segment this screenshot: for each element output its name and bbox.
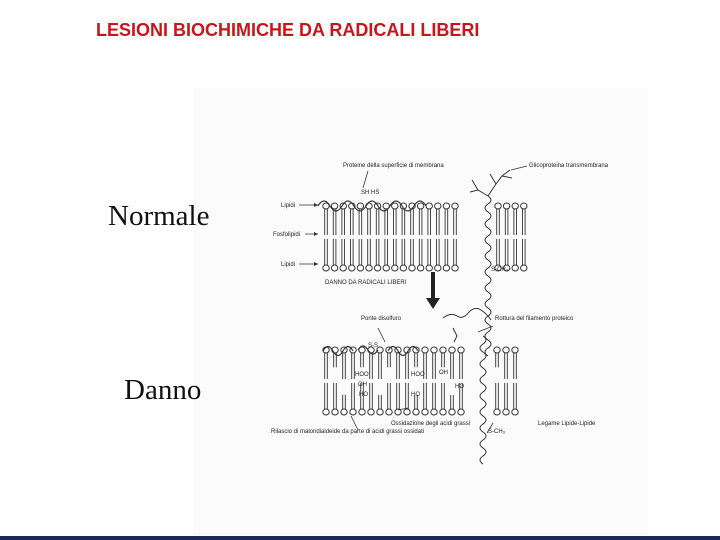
protein-filament-label: Rottura del filamento proteico — [495, 316, 574, 322]
s-ch3-top-label: S-CH₃ — [491, 267, 509, 273]
hoo-label-2: HOO — [411, 372, 425, 378]
lipid-lower — [409, 239, 415, 271]
lipid-upper — [331, 203, 337, 235]
lipid-lower — [349, 239, 355, 271]
oh-label-1: OH — [358, 382, 367, 388]
lipid-upper — [413, 347, 419, 367]
lipid-lower — [426, 239, 432, 271]
glycoprotein-sugar-chains — [470, 170, 512, 196]
phospholipids-label: Fosfolipidi — [273, 232, 300, 238]
lipid-lower — [512, 239, 518, 271]
malondialdehyde-label: Rilascio di malondialdeide da parte di a… — [271, 429, 424, 435]
lipid-lower — [440, 383, 446, 415]
lipid-upper — [392, 203, 398, 235]
lipid-upper — [512, 347, 518, 379]
lipid-lower — [366, 239, 372, 271]
lipid-upper — [357, 203, 363, 235]
lipid-upper — [503, 347, 509, 379]
lipid-upper — [409, 203, 415, 235]
lipid-lower — [332, 383, 338, 415]
lipid-lower — [422, 383, 428, 415]
lipid-upper — [377, 347, 383, 379]
lipid-upper — [341, 347, 347, 379]
lipid-lower — [368, 383, 374, 415]
lipid-upper — [417, 203, 423, 235]
surface-proteins-label: Proteine della superficie di membrana — [343, 163, 444, 169]
s-s-label: S-S — [368, 343, 378, 349]
lipids-top-label: Lipidi — [281, 203, 295, 209]
ho-label-2: HO — [455, 384, 464, 390]
lipid-upper — [494, 347, 500, 367]
s-ch3-bottom-label: S-CH₃ — [488, 429, 506, 435]
lipid-lower — [357, 239, 363, 271]
lipid-upper — [449, 347, 455, 379]
normal-label: Normale — [108, 200, 209, 233]
lipid-lower — [404, 383, 410, 415]
membrane-diagram: Proteine della superficie di membrana SH… — [193, 88, 648, 535]
lipid-upper — [495, 203, 501, 235]
lipid-lower — [503, 383, 509, 415]
lipid-upper — [426, 203, 432, 235]
lipid-lower — [331, 239, 337, 271]
normal-membrane-bilayer — [323, 203, 527, 271]
lipid-upper — [349, 203, 355, 235]
lipid-link-label: Legame Lipide-Lipide — [538, 421, 596, 427]
lipid-upper — [443, 203, 449, 235]
damaged-membrane-bilayer — [323, 347, 518, 415]
glycoprotein-helix — [485, 196, 491, 356]
lipids-bottom-label: Lipidi — [281, 262, 295, 268]
lipid-lower — [383, 239, 389, 271]
damage-title-label: DANNO DA RADICALI LIBERI — [325, 280, 407, 286]
lipid-lower — [323, 383, 329, 415]
lipid-upper — [512, 203, 518, 235]
bottom-bar — [0, 536, 720, 540]
lipid-lower — [392, 239, 398, 271]
lipid-lower — [400, 239, 406, 271]
lipid-lower — [386, 383, 392, 415]
lipid-upper — [452, 203, 458, 235]
lipid-lower — [323, 239, 329, 271]
lipid-lower — [374, 239, 380, 271]
lipid-upper — [435, 203, 441, 235]
lipid-lower — [435, 239, 441, 271]
top-pointer-arrowheads — [314, 203, 318, 266]
lipid-upper — [503, 203, 509, 235]
lipid-upper — [323, 203, 329, 235]
sh-groups-label: SH HS — [361, 190, 379, 196]
lipid-lower — [494, 383, 500, 415]
glycoprotein-label: Glicoproteina transmembrana — [529, 163, 609, 169]
lipid-lower — [350, 383, 356, 415]
lipid-lower — [452, 239, 458, 271]
fatty-acid-oxidation-label: Ossidazione degli acidi grassi — [391, 421, 470, 427]
damage-label: Danno — [124, 374, 201, 407]
lipid-lower — [449, 395, 455, 415]
lipid-lower — [521, 239, 527, 271]
lipid-lower — [340, 239, 346, 271]
disulfide-bridge-label: Ponte disolfuro — [361, 316, 402, 322]
lipid-upper — [366, 203, 372, 235]
lipid-upper — [521, 203, 527, 235]
lipid-lower — [431, 383, 437, 415]
damage-arrow — [426, 272, 440, 309]
lipid-lower — [395, 383, 401, 415]
lipid-lower — [413, 395, 419, 415]
lipid-upper — [440, 347, 446, 367]
damaged-glycoprotein-helix — [480, 336, 486, 464]
lipid-upper — [458, 347, 464, 379]
slide-title: LESIONI BIOCHIMICHE DA RADICALI LIBERI — [96, 20, 479, 41]
ho-label-3: HO — [411, 392, 420, 398]
oh-label-2: OH — [439, 370, 448, 376]
lipid-lower — [417, 239, 423, 271]
lipid-upper — [431, 347, 437, 379]
lipid-lower — [512, 383, 518, 415]
lipid-upper — [323, 347, 329, 379]
lipid-lower — [377, 395, 383, 415]
ho-label-1: HO — [359, 392, 368, 398]
hoo-label-1: HOO — [355, 372, 369, 378]
lipid-lower — [443, 239, 449, 271]
lipid-upper — [359, 347, 365, 367]
lipid-lower — [341, 395, 347, 415]
